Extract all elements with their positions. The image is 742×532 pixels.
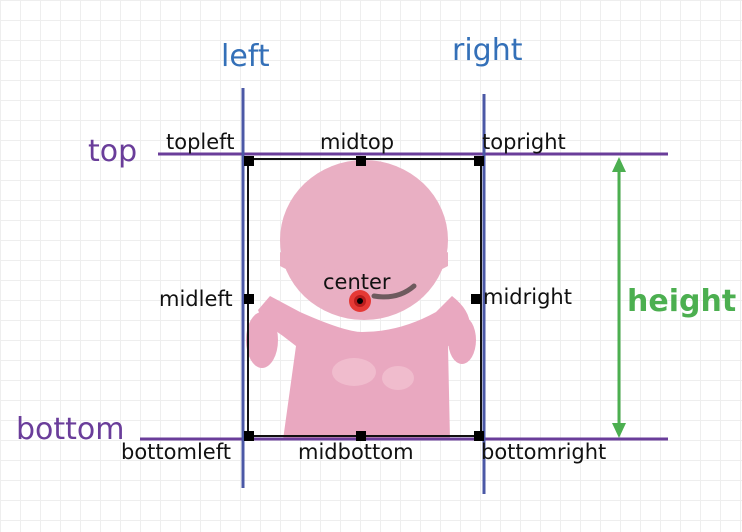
label-midtop: midtop (320, 130, 395, 154)
handle-midright (471, 294, 481, 304)
handle-bottomleft (244, 431, 254, 441)
handle-topright (474, 156, 484, 166)
label-bottomright: bottomright (481, 440, 607, 464)
handle-midtop (356, 156, 366, 166)
label-right: right (452, 33, 523, 68)
label-topleft: topleft (166, 130, 235, 154)
center-marker (349, 290, 371, 312)
handle-midleft (244, 294, 254, 304)
handle-topleft (244, 156, 254, 166)
label-center: center (323, 270, 391, 294)
label-height: height (627, 284, 737, 319)
label-bottom: bottom (16, 412, 125, 447)
handle-midbottom (356, 431, 366, 441)
pink-sprite-illustration (246, 160, 476, 440)
label-topright: topright (482, 130, 566, 154)
label-midleft: midleft (159, 287, 233, 311)
label-midright: midright (483, 285, 572, 309)
handle-bottomright (474, 431, 484, 441)
label-left: left (221, 39, 270, 74)
height-arrow (612, 157, 626, 438)
label-midbottom: midbottom (298, 440, 414, 464)
label-bottomleft: bottomleft (121, 440, 231, 464)
label-top: top (88, 134, 138, 169)
